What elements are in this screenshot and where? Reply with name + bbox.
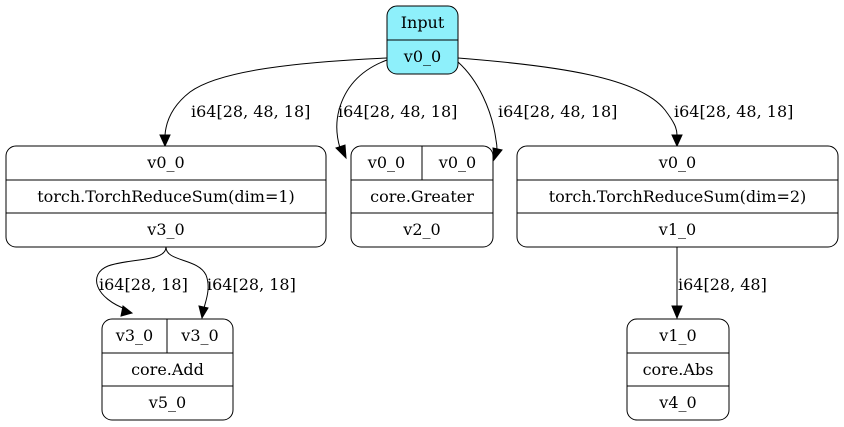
- arrowhead-add-b: [198, 305, 209, 320]
- node-abs-input: v1_0: [658, 326, 696, 345]
- node-greater-input-a: v0_0: [367, 153, 405, 172]
- node-reduce-sum-dim1-input: v0_0: [146, 153, 184, 172]
- edge-label-sum-dim1-to-add-a: i64[28, 18]: [99, 275, 188, 294]
- node-reduce-sum-dim2-box: [516, 145, 839, 248]
- node-add: v3_0 v3_0 core.Add v5_0: [101, 318, 234, 421]
- node-input: Input v0_0: [386, 5, 459, 75]
- node-add-input-b: v3_0: [180, 326, 218, 345]
- edge-label-input-to-greater-b: i64[28, 48, 18]: [498, 102, 617, 121]
- edge-sum-dim1-to-add-b: [165, 246, 209, 309]
- node-greater-input-b: v0_0: [438, 153, 476, 172]
- node-reduce-sum-dim2-op: torch.TorchReduceSum(dim=2): [549, 187, 807, 206]
- arrowhead-abs: [671, 305, 683, 320]
- node-input-output: v0_0: [403, 47, 441, 66]
- edge-label-sum-dim2-to-abs: i64[28, 48]: [678, 275, 767, 294]
- arrowhead-greater-b: [492, 147, 503, 162]
- node-add-output: v5_0: [148, 393, 186, 412]
- node-add-input-a: v3_0: [115, 326, 153, 345]
- node-reduce-sum-dim1-output: v3_0: [146, 220, 184, 239]
- edge-sum-dim1-to-add-a: [96, 246, 167, 311]
- node-reduce-sum-dim1-box: [5, 145, 327, 248]
- edges: [96, 57, 683, 320]
- edge-input-to-greater-b: [457, 61, 498, 151]
- arrowhead-greater-a: [335, 144, 347, 160]
- node-reduce-sum-dim1: v0_0 torch.TorchReduceSum(dim=1) v3_0: [5, 145, 327, 248]
- arrowhead-add-a: [120, 305, 134, 317]
- node-reduce-sum-dim2: v0_0 torch.TorchReduceSum(dim=2) v1_0: [516, 145, 839, 248]
- node-input-title: Input: [401, 13, 445, 32]
- edge-input-to-greater-a: [336, 59, 388, 149]
- edge-input-to-sum-dim2: [457, 57, 678, 136]
- edge-labels: i64[28, 48, 18] i64[28, 48, 18] i64[28, …: [99, 102, 793, 294]
- edge-label-input-to-sum-dim1: i64[28, 48, 18]: [191, 102, 310, 121]
- edge-label-input-to-greater-a: i64[28, 48, 18]: [338, 102, 457, 121]
- arrowhead-sum-dim1: [159, 134, 171, 148]
- edge-label-input-to-sum-dim2: i64[28, 48, 18]: [674, 102, 793, 121]
- node-reduce-sum-dim1-op: torch.TorchReduceSum(dim=1): [37, 187, 295, 206]
- edge-input-to-sum-dim1: [164, 57, 388, 136]
- node-abs-box: [626, 318, 730, 421]
- node-greater: v0_0 v0_0 core.Greater v2_0: [350, 145, 494, 248]
- node-reduce-sum-dim2-input: v0_0: [658, 153, 696, 172]
- node-greater-output: v2_0: [402, 220, 440, 239]
- arrowhead-sum-dim2: [671, 134, 683, 148]
- edge-label-sum-dim1-to-add-b: i64[28, 18]: [207, 275, 296, 294]
- node-abs-output: v4_0: [658, 393, 696, 412]
- node-abs: v1_0 core.Abs v4_0: [626, 318, 730, 421]
- node-abs-op: core.Abs: [643, 360, 714, 379]
- node-reduce-sum-dim2-output: v1_0: [658, 220, 696, 239]
- node-greater-op: core.Greater: [370, 187, 474, 206]
- node-add-op: core.Add: [131, 360, 204, 379]
